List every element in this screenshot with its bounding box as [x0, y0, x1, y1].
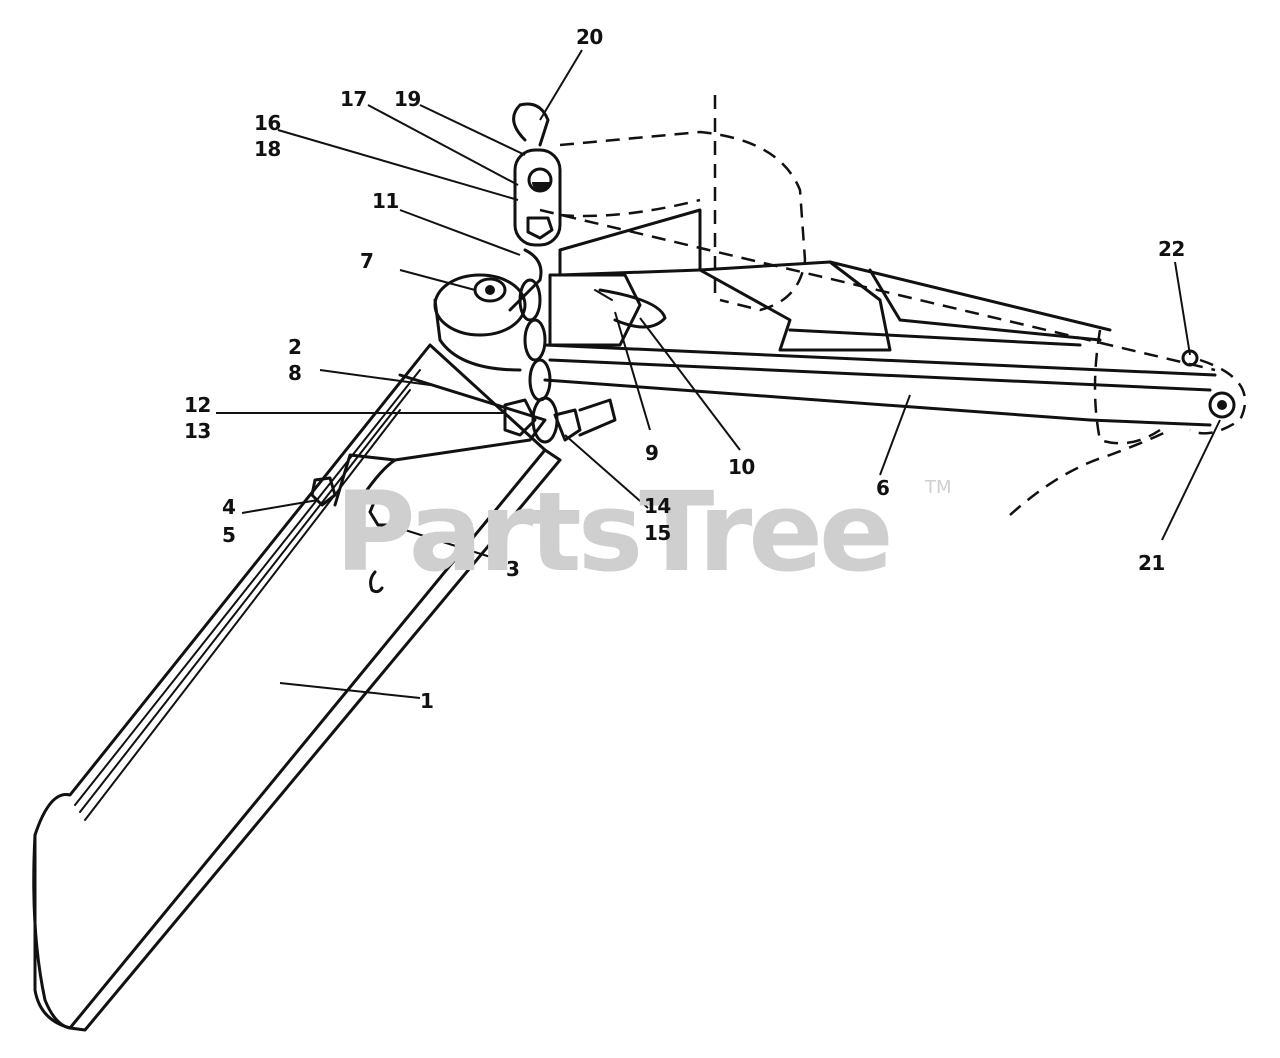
watermark-text: PartsTree: [335, 468, 890, 596]
callout-4: 4: [222, 495, 235, 519]
watermark-trademark: TM: [924, 477, 952, 498]
tractor-frame: [558, 208, 1112, 352]
callout-14: 14: [644, 494, 671, 518]
push-bar: [543, 343, 1236, 427]
callout-19: 19: [394, 87, 421, 111]
lift-chain: [503, 248, 617, 444]
callout-7: 7: [360, 249, 373, 273]
callout-16: 16: [254, 111, 281, 135]
tractor-outline: [539, 95, 1247, 516]
hitch-plate: [548, 273, 667, 347]
pivot-bracket: [433, 273, 527, 372]
callout-9: 9: [645, 441, 658, 465]
callout-6: 6: [876, 476, 889, 500]
leader-lines: [216, 49, 1221, 699]
callout-3: 3: [506, 557, 519, 581]
callout-11: 11: [372, 189, 399, 213]
callout-1: 1: [420, 689, 433, 713]
callout-22: 22: [1158, 237, 1185, 261]
callout-5: 5: [222, 523, 235, 547]
callout-21: 21: [1138, 551, 1165, 575]
callout-13: 13: [184, 419, 211, 443]
callout-15: 15: [644, 521, 671, 545]
callout-labels: 1 2 8 3 4 5 6 7 9 10 11 12 13 14 15 16 1…: [184, 25, 1185, 713]
callout-20: 20: [576, 25, 603, 49]
callout-2: 2: [288, 335, 301, 359]
watermark: PartsTree TM: [335, 468, 952, 596]
plow-blade: [32, 343, 562, 1032]
callout-17: 17: [340, 87, 367, 111]
callout-18: 18: [254, 137, 281, 161]
callout-10: 10: [728, 455, 755, 479]
callout-12: 12: [184, 393, 211, 417]
callout-8: 8: [288, 361, 301, 385]
lift-link: [512, 102, 562, 247]
